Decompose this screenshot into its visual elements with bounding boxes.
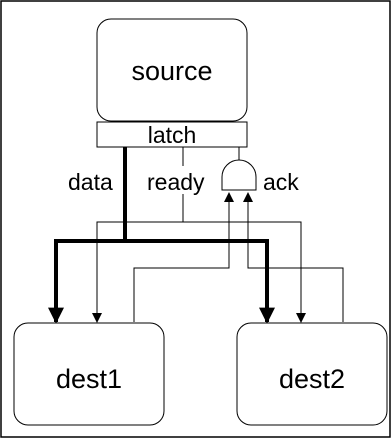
ready-signal-label: ready	[147, 169, 205, 195]
ack-signal-label: ack	[263, 169, 299, 195]
latch-node: latch	[96, 121, 248, 148]
and-gate	[221, 159, 257, 191]
dest2-label: dest2	[279, 364, 345, 394]
ready-label-bg	[145, 166, 217, 194]
dest1-label: dest1	[56, 364, 122, 394]
source-label: source	[131, 56, 212, 86]
source-node: source	[96, 18, 248, 122]
data-signal-label: data	[68, 169, 113, 195]
latch-label: latch	[148, 122, 197, 148]
dest2-node: dest2	[236, 322, 388, 426]
dest1-node: dest1	[13, 322, 165, 426]
ack-wires	[133, 192, 344, 322]
data-bus	[48, 147, 275, 324]
data-label-bg	[66, 166, 118, 194]
